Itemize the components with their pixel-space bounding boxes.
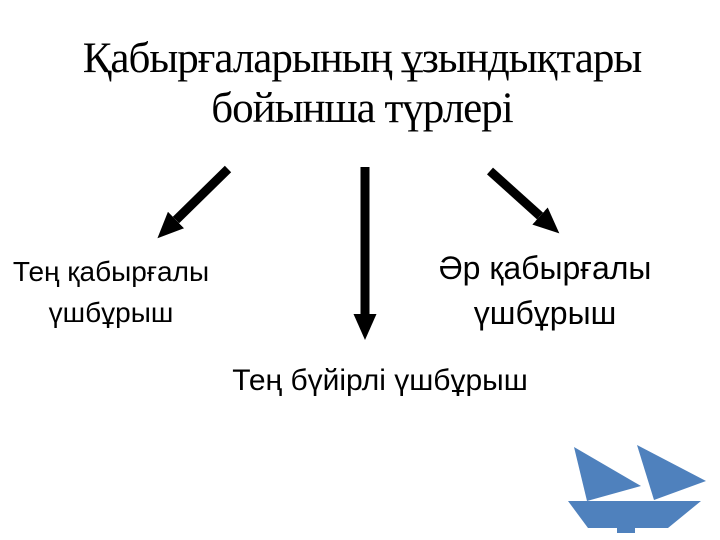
sailboat-logo — [568, 445, 706, 533]
label-scalene-triangle: Әр қабырғалы үшбұрыш — [438, 250, 652, 332]
arrow-down-left-icon — [157, 165, 232, 239]
label-isosceles-triangle: Тең бүйірлі үшбұрыш — [232, 364, 528, 397]
arrow-down-right-icon — [486, 167, 560, 234]
sailboat-right-sail — [637, 445, 706, 500]
sailboat-hull — [568, 501, 701, 528]
sailboat-left-sail — [574, 447, 641, 501]
sailboat-hull-notch — [617, 526, 635, 533]
label-equilateral-triangle: Тең қабырғалы үшбұрыш — [12, 256, 210, 328]
page-title: Қабырғаларының ұзындықтары бойынша түрле… — [82, 35, 643, 132]
